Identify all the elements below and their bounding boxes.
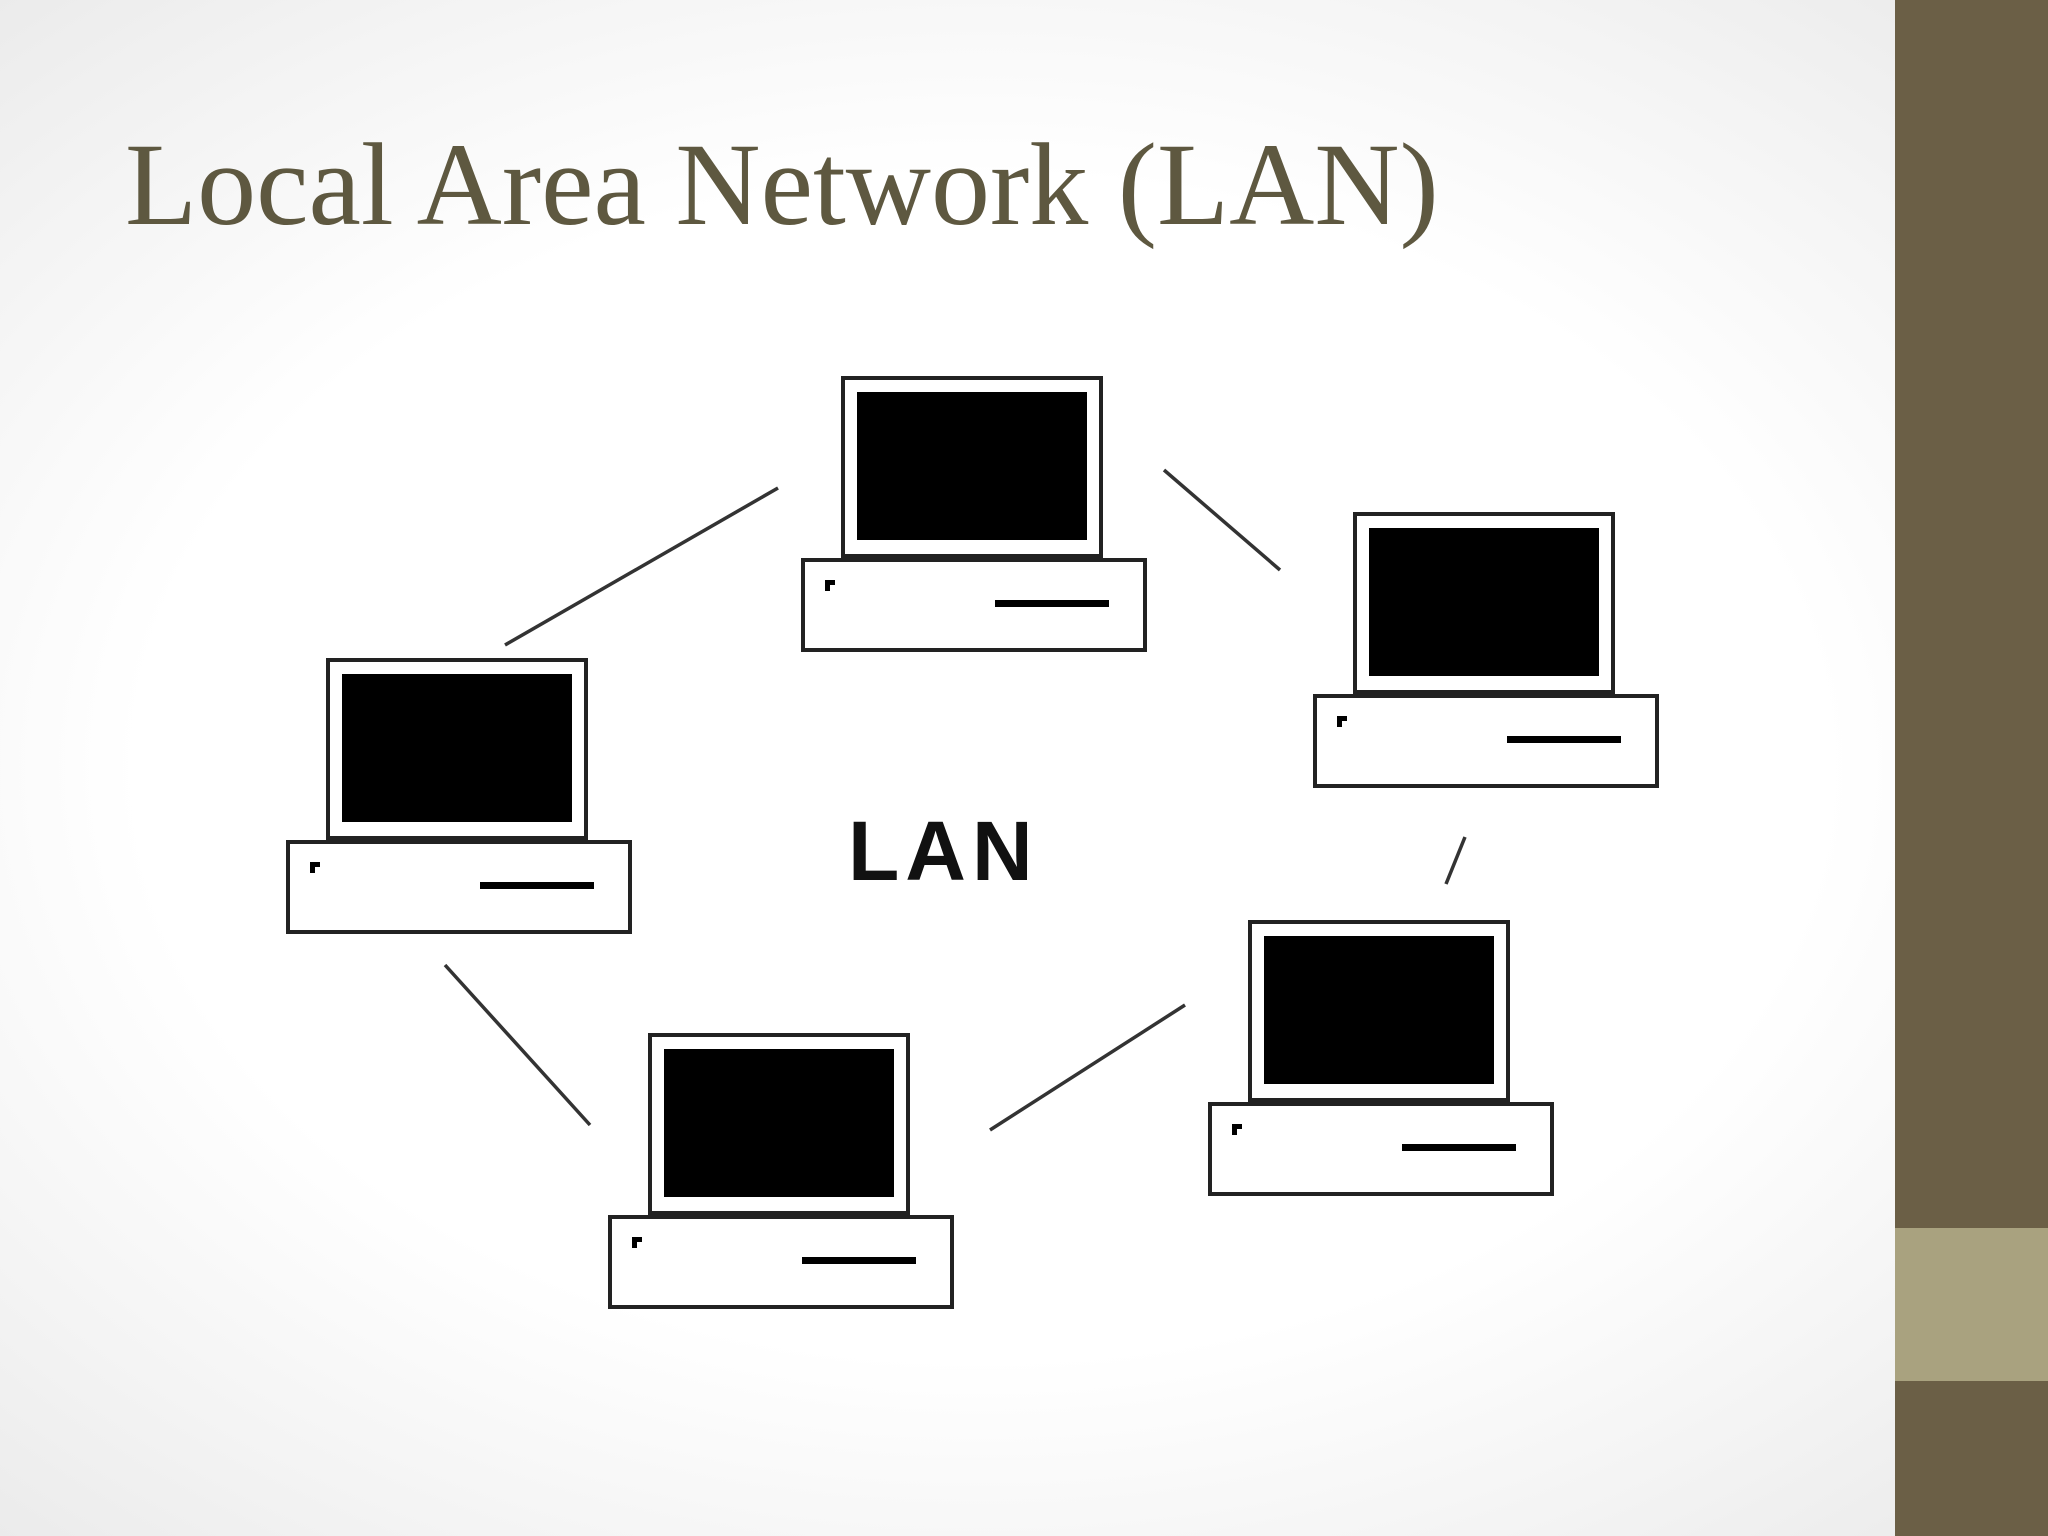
computer-left bbox=[286, 658, 632, 934]
computer-right-lower bbox=[1208, 920, 1554, 1196]
lan-center-label: LAN bbox=[848, 804, 1039, 898]
link-top-right-upper bbox=[1162, 468, 1282, 572]
lan-diagram: LAN bbox=[286, 376, 1659, 1309]
link-right-upper-right-lower bbox=[1444, 836, 1467, 885]
network-links bbox=[443, 468, 1467, 1132]
link-left-top bbox=[504, 486, 779, 647]
side-bar-dark-bottom bbox=[1895, 1381, 2048, 1536]
side-accent-bar bbox=[1895, 0, 2048, 1536]
link-right-lower-bottom bbox=[989, 1003, 1186, 1132]
slide-title: Local Area Network (LAN) bbox=[125, 119, 1439, 250]
computer-right-upper bbox=[1313, 512, 1659, 788]
side-bar-light-block bbox=[1895, 1228, 2048, 1381]
computer-top bbox=[801, 376, 1147, 652]
computer-bottom bbox=[608, 1033, 954, 1309]
link-bottom-left bbox=[443, 963, 592, 1127]
side-bar-dark-top bbox=[1895, 0, 2048, 1228]
